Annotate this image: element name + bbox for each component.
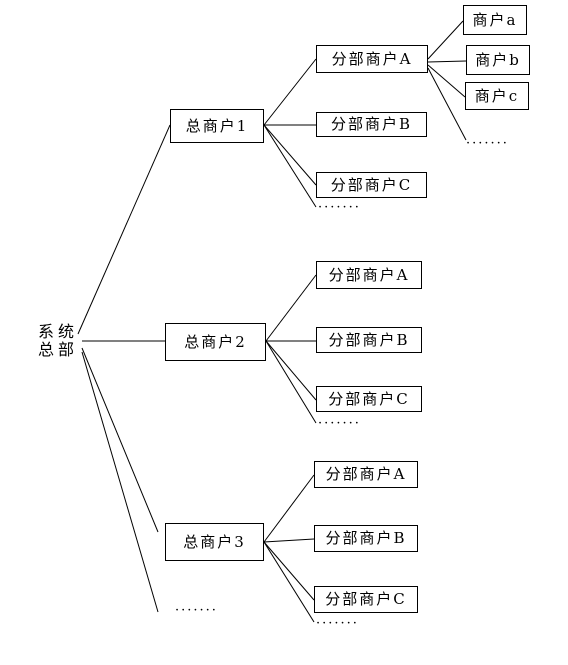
tier2-node[interactable]: 分部商户A — [316, 45, 428, 73]
edge-t1-2-a — [265, 274, 317, 342]
tier2-node[interactable]: 分部商户C — [314, 586, 418, 613]
edge-t1-3-more — [263, 541, 315, 623]
edge-t1-3-c — [263, 541, 315, 601]
tier1-node[interactable]: 总商户1 — [170, 109, 264, 143]
tier2-node[interactable]: 分部商户B — [314, 525, 418, 552]
edge-t1-2-more — [265, 340, 317, 424]
edge-t1-1-a — [263, 58, 317, 126]
tier3-node[interactable]: 商户b — [466, 45, 530, 75]
tier1-node[interactable]: 总商户3 — [165, 523, 264, 561]
tier2-node[interactable]: 分部商户A — [316, 261, 422, 289]
edge-t1-1-more — [263, 124, 317, 208]
edge-t2-a-more — [427, 67, 467, 141]
edge-t1-1-c — [263, 124, 317, 186]
edge-t2-a-b — [427, 60, 467, 63]
tier2-ellipsis: ······· — [318, 416, 361, 431]
edge-t2-a-a — [427, 20, 464, 60]
tier2-node[interactable]: 分部商户B — [316, 112, 427, 137]
root-line-2: 总部 — [38, 340, 79, 359]
tier2-node[interactable]: 分部商户C — [316, 386, 422, 412]
edge-t1-3-a — [263, 474, 315, 543]
tier2-ellipsis: ······· — [316, 616, 359, 631]
root-line-1: 系统 — [38, 322, 79, 341]
edge-root-t1-1 — [77, 124, 171, 335]
tier2-node[interactable]: 分部商户C — [316, 172, 427, 198]
tier2-node[interactable]: 分部商户A — [314, 461, 418, 488]
tier3-node[interactable]: 商户a — [463, 5, 527, 35]
tier3-ellipsis: ······· — [466, 136, 509, 151]
tier1-ellipsis: ······· — [175, 603, 218, 618]
tier3-node[interactable]: 商户c — [465, 82, 529, 110]
edge-root-t1-3 — [81, 347, 159, 533]
root-node-label: 系统 总部 — [38, 323, 78, 359]
edge-t2-a-c — [427, 64, 466, 98]
edge-t1-2-c — [265, 340, 317, 401]
tier2-ellipsis: ······· — [318, 200, 361, 215]
edge-root-more — [81, 351, 159, 613]
tier2-node[interactable]: 分部商户B — [316, 327, 422, 353]
edge-t1-3-b — [263, 538, 315, 543]
tier1-node[interactable]: 总商户2 — [165, 323, 266, 361]
